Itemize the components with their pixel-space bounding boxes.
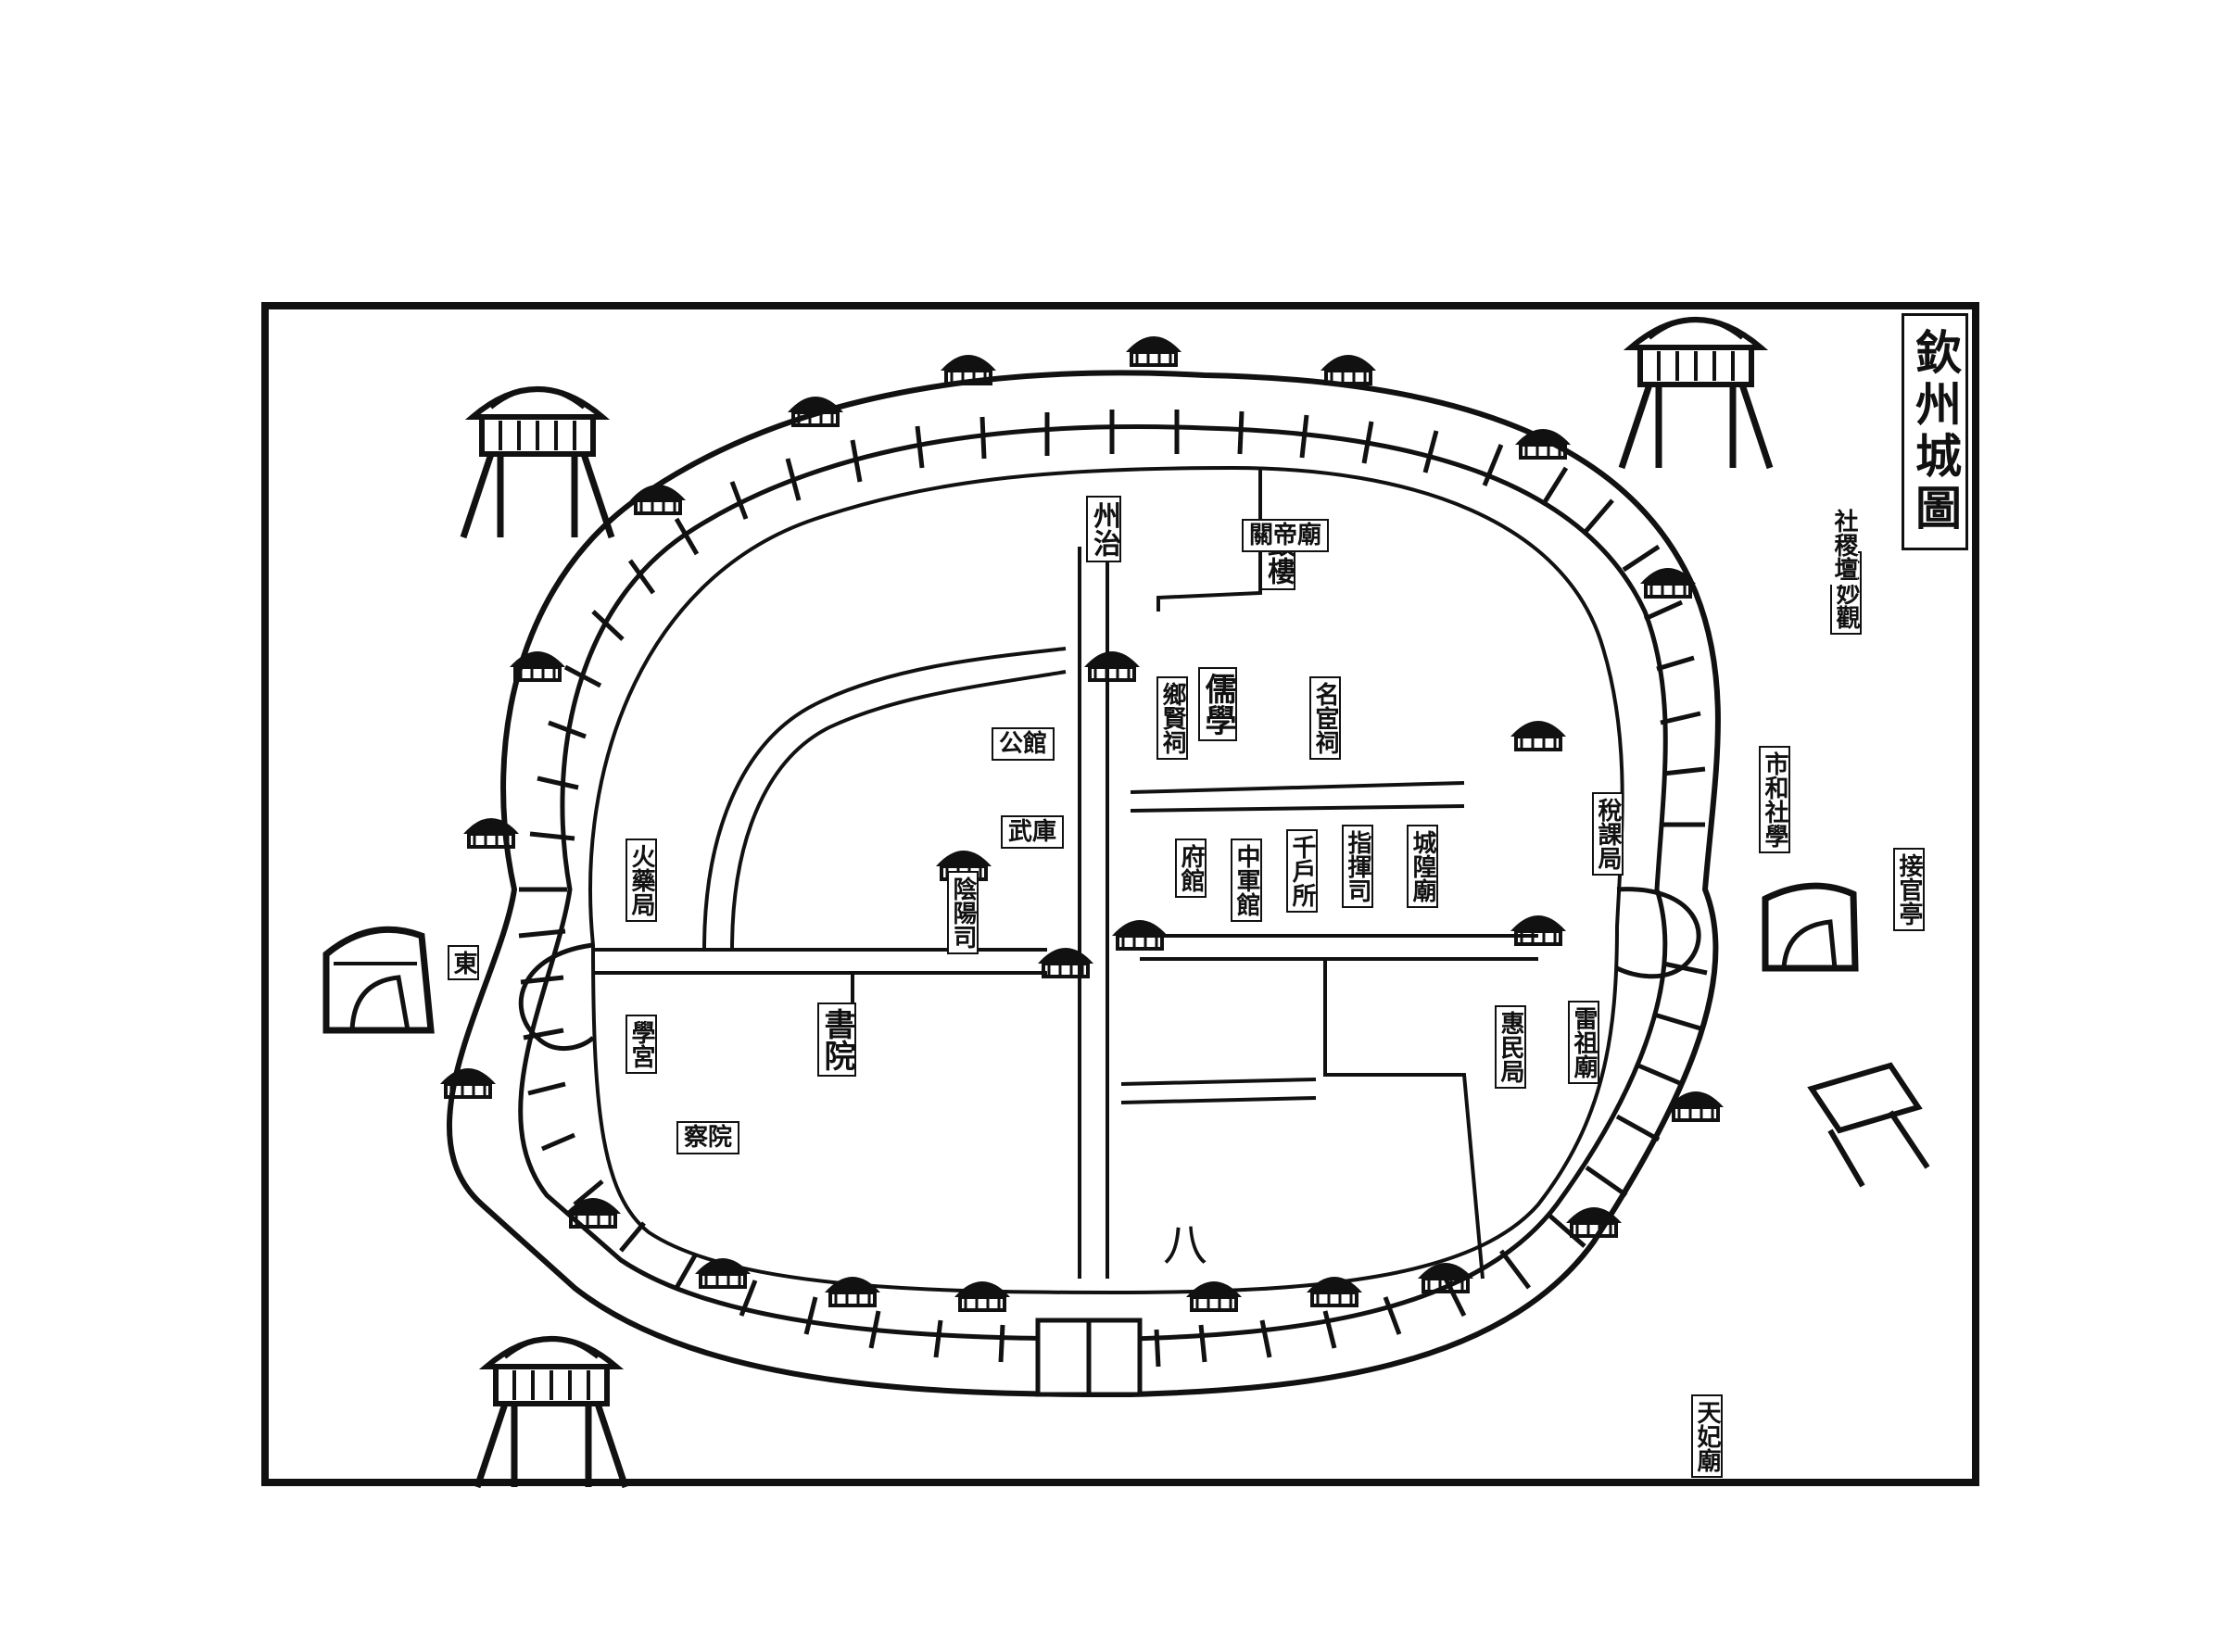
label-guanshe: 公館	[992, 727, 1055, 761]
label-yamen: 州治	[1086, 496, 1121, 562]
inner-enclosure	[588, 465, 1624, 1295]
label-wuku: 武庫	[1001, 815, 1065, 849]
south-gate-mark: 八	[1163, 1219, 1207, 1271]
west-arched-gate-icon	[322, 926, 435, 1034]
label-xiangxian: 鄉賢祠	[1156, 676, 1188, 760]
label-chayuan: 察院	[676, 1121, 740, 1154]
streets	[593, 468, 1538, 1280]
battlement-ticks	[518, 410, 1708, 1368]
label-jieguan: 接官亭	[1893, 848, 1925, 931]
label-fuguan: 府館	[1175, 839, 1207, 898]
label-tianfei: 天妃廟	[1691, 1394, 1723, 1478]
label-shuike: 稅課局	[1592, 792, 1624, 876]
label-qianhu: 千戶所	[1286, 829, 1318, 913]
map-title: 欽州城圖	[1908, 328, 1963, 536]
label-leizu: 雷祖廟	[1568, 1001, 1599, 1084]
label-shrine-ne: 社稷壇	[1830, 505, 1858, 585]
map-border	[261, 302, 1979, 1486]
label-huoyao: 火藥局	[626, 839, 657, 922]
city-wall-outer	[446, 370, 1721, 1397]
label-academy: 儒學	[1198, 667, 1237, 741]
label-shuyuan: 書院	[817, 1003, 856, 1077]
label-huimin: 惠民局	[1495, 1005, 1526, 1089]
east-arched-gate-icon	[1762, 882, 1859, 972]
flag-icon	[1807, 1062, 1930, 1188]
wall-pavilion-icon	[438, 334, 1725, 1312]
label-academy-top	[1203, 649, 1229, 652]
label-xuegong: 學宮	[626, 1015, 657, 1074]
label-zhihui: 指揮司	[1342, 825, 1373, 908]
label-shehe: 市和社學	[1759, 746, 1790, 853]
west-gate-arc	[518, 942, 595, 1052]
east-gate-arc	[1615, 887, 1701, 979]
label-minghuan: 名宦祠	[1309, 676, 1341, 760]
label-yinyang: 陰陽司	[947, 871, 979, 954]
label-chenghuang: 城隍廟	[1407, 825, 1438, 908]
city-wall-inner	[518, 424, 1668, 1342]
label-west-gate: 東	[448, 945, 479, 980]
map-title-box: 欽州城圖	[1902, 313, 1968, 550]
label-zhongjun: 中軍館	[1231, 839, 1262, 922]
label-guandi: 關帝廟	[1242, 519, 1330, 552]
